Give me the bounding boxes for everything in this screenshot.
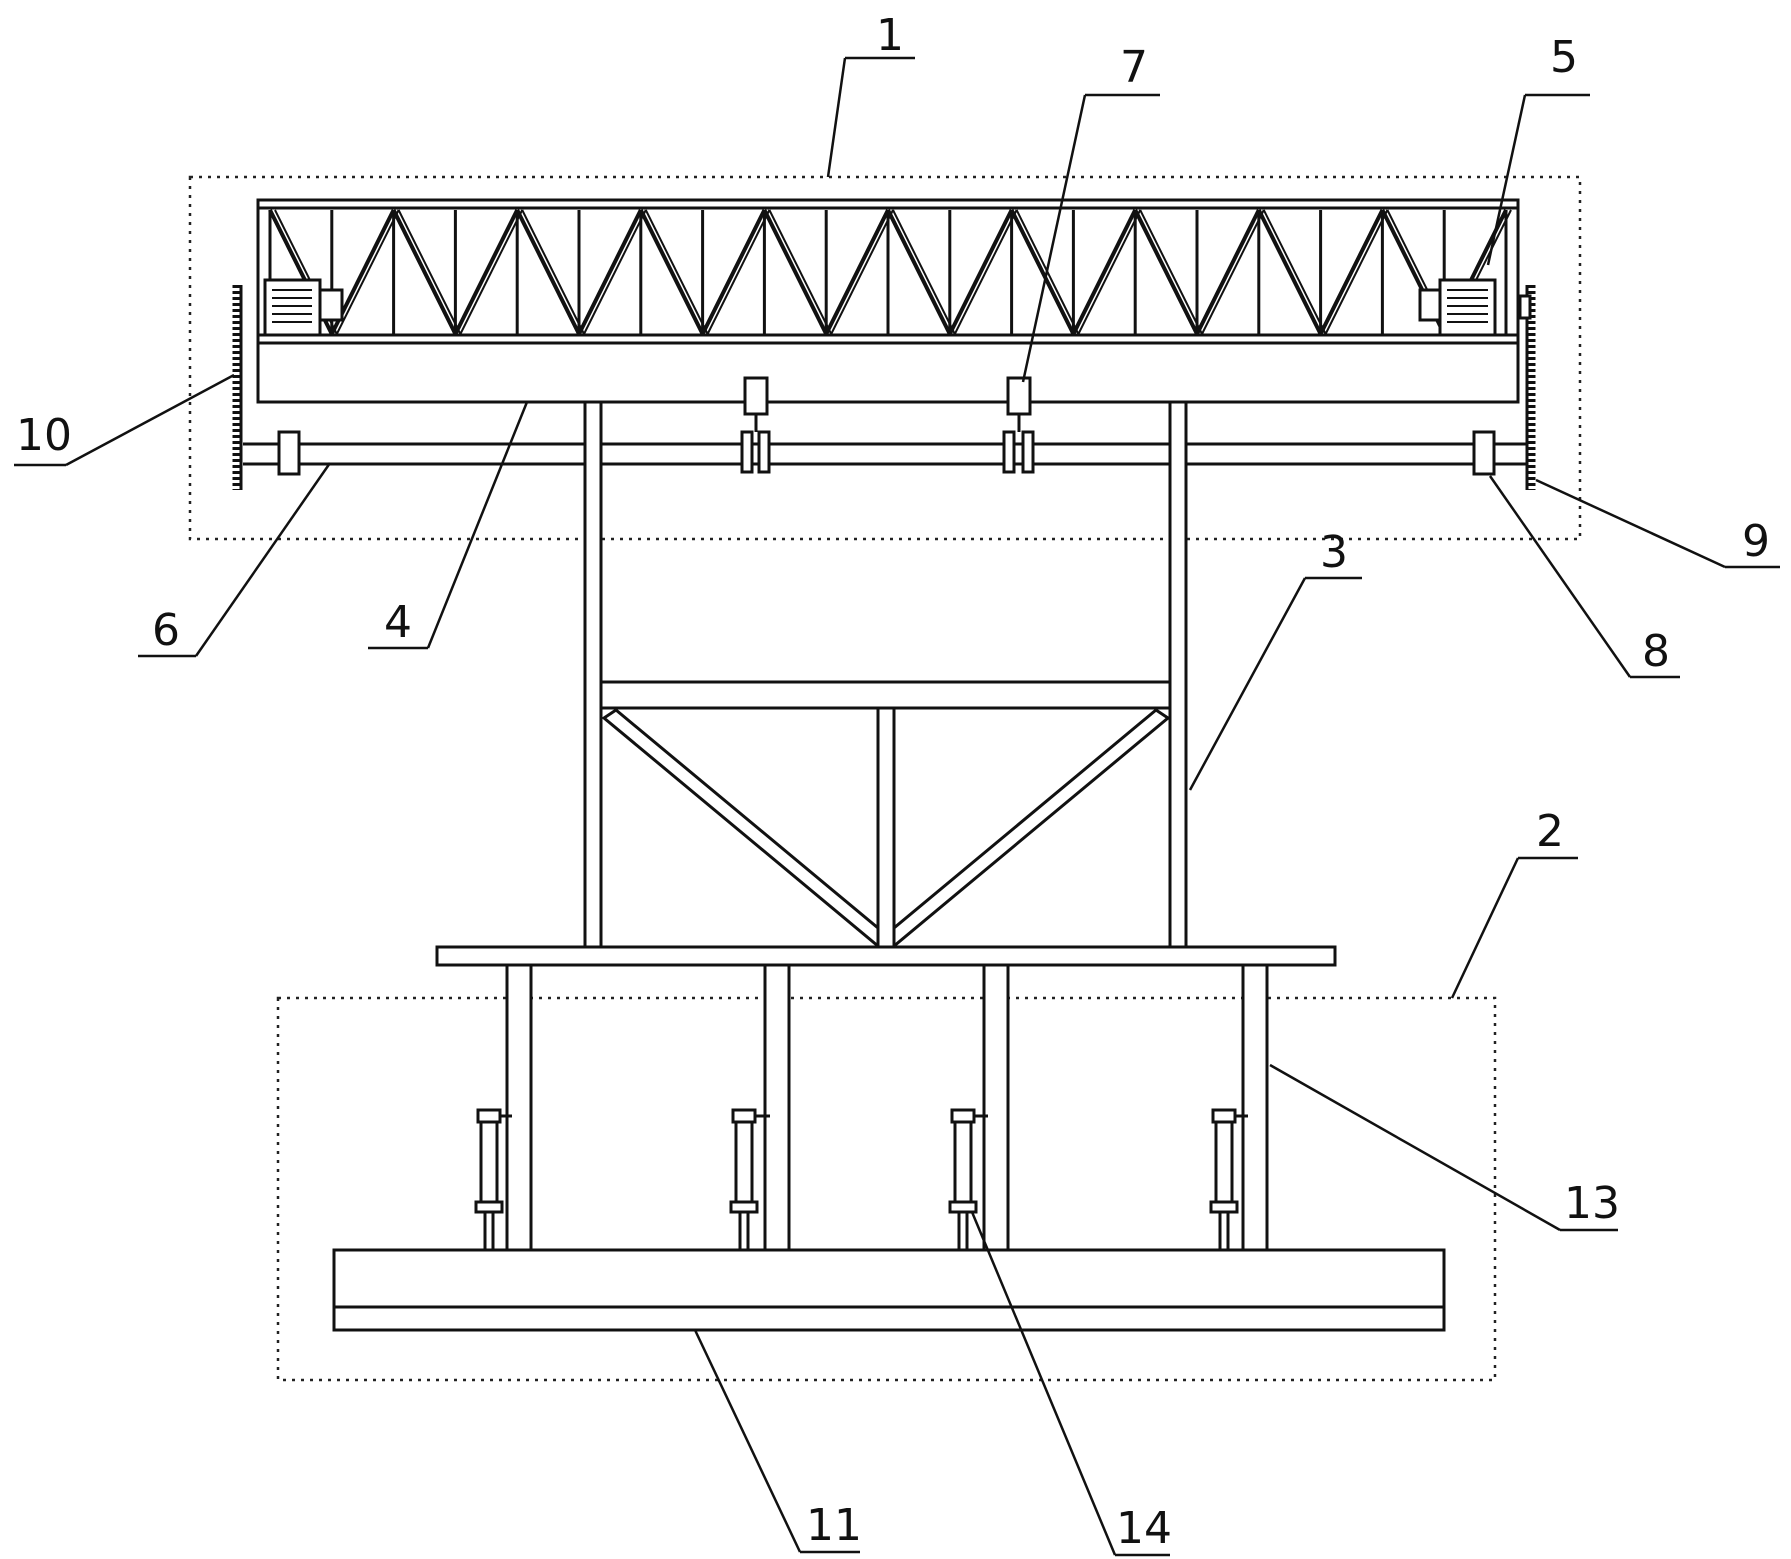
truss-diagonal — [886, 209, 952, 335]
truss-diagonal — [948, 209, 1014, 335]
left-bearing — [277, 430, 301, 476]
label-11: 11 — [806, 1500, 862, 1551]
truss-diagonal — [453, 209, 519, 335]
leg-4 — [1241, 963, 1269, 1252]
right-motor — [1418, 278, 1497, 337]
support-brace-right — [892, 708, 1171, 950]
label-3: 3 — [1320, 527, 1348, 578]
label-6: 6 — [152, 605, 180, 656]
truss-diagonal — [1201, 209, 1265, 335]
cylinder-4 — [1209, 1108, 1248, 1250]
support-post-left — [583, 400, 603, 949]
clamp-left — [740, 376, 771, 474]
truss-diagonal — [700, 209, 767, 335]
cylinder-1 — [474, 1108, 512, 1250]
truss-diagonal — [397, 209, 462, 335]
truss-diagonal — [1262, 209, 1327, 335]
right-gear-hub — [1518, 294, 1532, 320]
truss-diagonal — [1318, 209, 1385, 335]
clamp-right — [1002, 376, 1035, 474]
truss-diagonal — [639, 209, 705, 335]
truss-members — [268, 209, 1512, 335]
truss-diagonal — [335, 209, 400, 335]
truss-diagonal — [830, 209, 894, 335]
base-beam — [332, 1248, 1446, 1332]
group-box-2 — [276, 996, 1497, 1382]
drive-shaft — [243, 442, 1528, 466]
truss-diagonal — [1009, 209, 1076, 335]
truss-diagonal — [1139, 209, 1203, 335]
truss-diagonal — [1195, 209, 1261, 335]
support-crossbar — [599, 680, 1172, 710]
leg-1 — [505, 963, 533, 1252]
label-4: 4 — [384, 597, 412, 648]
group-box-1 — [188, 175, 1582, 541]
leg-2 — [763, 963, 791, 1252]
cylinder-2 — [729, 1108, 770, 1250]
truss-diagonal — [1133, 209, 1199, 335]
truss-diagonal — [459, 209, 524, 335]
truss-diagonal — [644, 209, 709, 335]
right-bearing — [1472, 430, 1496, 476]
support-post-right — [1168, 400, 1188, 949]
truss-girder — [256, 198, 1520, 345]
truss-diagonal — [706, 209, 771, 335]
label-5: 5 — [1550, 32, 1578, 83]
support-brace-left — [601, 708, 880, 950]
platform-plate — [435, 945, 1337, 967]
truss-diagonal — [768, 209, 833, 335]
truss-diagonal — [1324, 209, 1389, 335]
label-10: 10 — [16, 410, 72, 461]
main-beam — [256, 341, 1520, 404]
truss-diagonal — [583, 209, 647, 335]
label-8: 8 — [1642, 626, 1670, 677]
leg-3 — [982, 963, 1010, 1252]
truss-diagonal — [824, 209, 890, 335]
label-14: 14 — [1116, 1503, 1172, 1554]
left-motor — [263, 278, 344, 337]
truss-diagonal — [1257, 209, 1323, 335]
truss-diagonal — [515, 209, 581, 335]
truss-diagonal — [892, 209, 956, 335]
cylinder-3 — [948, 1108, 988, 1250]
truss-diagonal — [1077, 209, 1142, 335]
label-9: 9 — [1742, 516, 1770, 567]
truss-diagonal — [521, 209, 585, 335]
truss-diagonal — [762, 209, 828, 335]
truss-diagonal — [577, 209, 643, 335]
label-7: 7 — [1120, 42, 1148, 93]
leader-lines — [14, 56, 1780, 1557]
label-1: 1 — [876, 10, 904, 61]
support-frame — [583, 400, 1188, 950]
truss-diagonal — [953, 209, 1018, 335]
truss-diagonal — [1071, 209, 1137, 335]
truss-diagonal — [391, 209, 458, 335]
label-2: 2 — [1536, 806, 1564, 857]
label-13: 13 — [1564, 1178, 1620, 1229]
left-gear-rack — [232, 285, 243, 490]
support-center-post — [876, 706, 896, 949]
